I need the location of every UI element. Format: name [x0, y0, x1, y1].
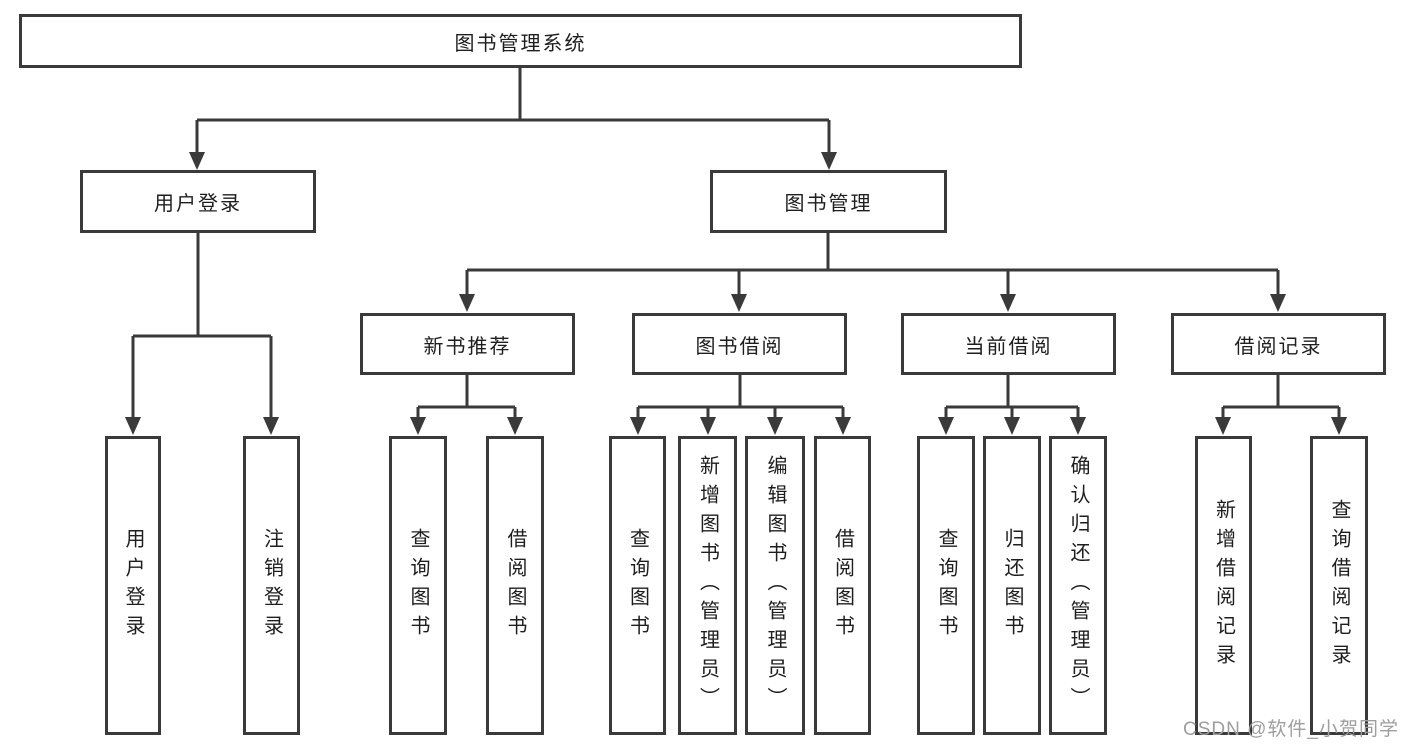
- node-new-book-recommend: 新书推荐: [360, 313, 575, 375]
- leaf-edit-books-admin-label: 编辑图书（管理员）: [764, 455, 786, 716]
- leaf-logout-label: 注销登录: [260, 527, 283, 644]
- leaf-borrow-books-label: 借阅图书: [831, 527, 854, 644]
- leaf-user-login: 用户登录: [105, 436, 161, 735]
- leaf-query-borrow-record: 查询借阅记录: [1310, 436, 1368, 735]
- leaf-query-books-current-label: 查询图书: [935, 527, 957, 644]
- node-book-borrowing: 图书借阅: [632, 313, 847, 375]
- node-current-borrowing: 当前借阅: [901, 313, 1116, 375]
- leaf-confirm-return-admin: 确认归还（管理员）: [1049, 436, 1107, 735]
- leaf-query-books-borrowing-label: 查询图书: [626, 527, 649, 644]
- leaf-query-books-recommend: 查询图书: [389, 436, 447, 735]
- leaf-logout: 注销登录: [243, 436, 300, 735]
- node-user-login: 用户登录: [80, 170, 316, 233]
- leaf-query-books-borrowing: 查询图书: [609, 436, 666, 735]
- leaf-query-books-current: 查询图书: [917, 436, 975, 735]
- leaf-query-books-recommend-label: 查询图书: [407, 527, 429, 644]
- leaf-add-books-admin-label: 新增图书（管理员）: [696, 455, 719, 716]
- leaf-add-borrow-record-label: 新增借阅记录: [1212, 498, 1235, 673]
- leaf-confirm-return-admin-label: 确认归还（管理员）: [1067, 455, 1089, 716]
- leaf-return-books-label: 归还图书: [1001, 527, 1023, 644]
- node-book-management: 图书管理: [710, 170, 947, 233]
- leaf-borrow-books-recommend-label: 借阅图书: [504, 527, 526, 644]
- node-borrowing-records: 借阅记录: [1171, 313, 1386, 375]
- leaf-add-books-admin: 新增图书（管理员）: [678, 436, 737, 735]
- node-root-library-system: 图书管理系统: [19, 14, 1022, 68]
- leaf-add-borrow-record: 新增借阅记录: [1195, 436, 1252, 735]
- leaf-query-borrow-record-label: 查询借阅记录: [1328, 498, 1350, 673]
- leaf-user-login-label: 用户登录: [122, 527, 144, 644]
- csdn-watermark: CSDN @软件_小贺同学: [1183, 719, 1399, 740]
- leaf-edit-books-admin: 编辑图书（管理员）: [745, 436, 805, 735]
- leaf-return-books: 归还图书: [983, 436, 1041, 735]
- leaf-borrow-books: 借阅图书: [814, 436, 871, 735]
- leaf-borrow-books-recommend: 借阅图书: [486, 436, 544, 735]
